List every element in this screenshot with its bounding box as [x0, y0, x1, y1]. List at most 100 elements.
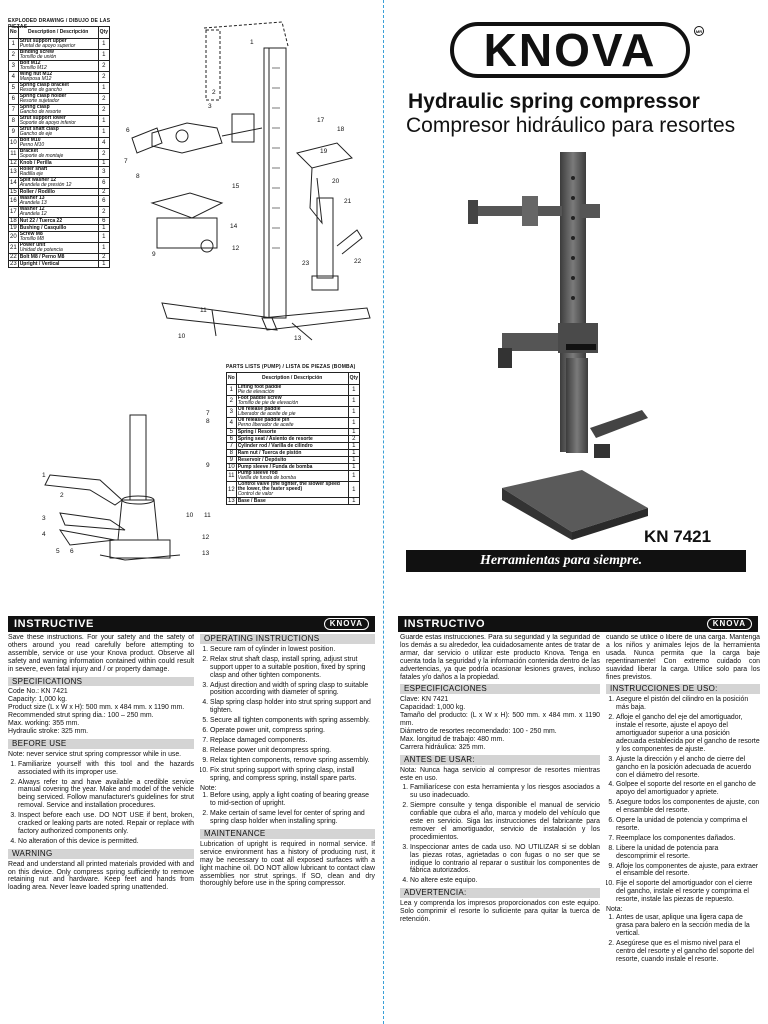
description-en: Screw M8	[19, 231, 43, 237]
maintenance-heading: MAINTENANCE	[200, 829, 375, 839]
spec-line: Capacidad: 1,000 kg.	[400, 704, 466, 712]
row-number: 17	[8, 206, 19, 218]
column-en-2: OPERATING INSTRUCTIONS Secure ram of cyl…	[200, 634, 375, 1024]
description-es: Resorte sujetador	[19, 98, 60, 104]
col-qty: Qty	[97, 26, 111, 39]
row-qty: 1	[347, 417, 361, 429]
row-number: 4	[8, 71, 19, 83]
row-qty: 2	[97, 104, 111, 116]
description-en: Spring clasp	[19, 104, 50, 110]
list-item: Slap spring clasp holder into strut spri…	[210, 699, 375, 715]
instructivo-title: INSTRUCTIVO	[404, 618, 486, 630]
spec-line: Max. working: 355 mm.	[8, 720, 80, 728]
before-use-heading-es: ANTES DE USAR:	[400, 754, 600, 765]
row-number: 16	[8, 195, 19, 207]
list-item: Operate power unit, compress spring.	[210, 727, 375, 735]
list-item: Adjust direction and width of spring cla…	[210, 682, 375, 698]
svg-text:21: 21	[344, 198, 352, 205]
intro-text: Save these instructions. For your safety…	[8, 634, 194, 673]
spec-line: Tamaño del producto: (L x W x H): 500 mm…	[400, 712, 600, 728]
description-es: Control de valor	[237, 491, 273, 497]
description-en: Cylinder rod / Varilla de cilindro	[237, 442, 313, 449]
row-number: 7	[8, 104, 19, 116]
list-item: Ajuste la dirección y el ancho de cierre…	[616, 756, 760, 780]
list-item: Fix strut spring support with spring cla…	[210, 767, 375, 783]
description-en: Washer 13	[19, 195, 45, 201]
logo-text: KNOVA	[483, 24, 657, 76]
description-en: Washer 12	[19, 206, 45, 212]
list-item: Fije el soporte del amortiguador con el …	[616, 880, 760, 904]
list-item: Before using, apply a light coating of b…	[210, 792, 375, 808]
description-es: Tornillo de unión	[19, 54, 57, 60]
svg-text:3: 3	[42, 515, 46, 522]
description-es: Soporte de apoyo inferior	[19, 120, 76, 126]
svg-text:5: 5	[56, 548, 60, 555]
row-qty: 1	[347, 470, 361, 482]
svg-text:23: 23	[302, 260, 310, 267]
list-item: Libere la unidad de potencia para descom…	[616, 845, 760, 861]
description-en: Oil release paddle pin	[237, 417, 290, 423]
svg-text:2: 2	[60, 492, 64, 499]
description-en: Bolt M8 / Perno M8	[19, 253, 65, 260]
svg-text:12: 12	[232, 245, 240, 252]
description-en: Split washer 12	[19, 177, 57, 183]
pump-table-title: PARTS LISTS (PUMP) / LISTA DE PIEZAS (BO…	[226, 364, 356, 370]
model-number: KN 7421	[644, 527, 712, 546]
description-es: Soporte de montaje	[19, 153, 64, 159]
list-item: Familiarícese con esta herramienta y los…	[410, 784, 600, 800]
before-use-note: Note: never service strut spring compres…	[8, 750, 182, 758]
row-qty: 6	[97, 217, 111, 225]
spec-line: Recommended strut spring dia.: 100 – 250…	[8, 712, 154, 720]
list-item: Inspeccionar antes de cada uso. NO UTILI…	[410, 844, 600, 876]
row-number: 6	[226, 435, 237, 443]
row-number: 12	[226, 481, 237, 498]
pump-col-qty: Qty	[347, 372, 361, 385]
row-qty: 1	[347, 395, 361, 407]
svg-text:10: 10	[186, 512, 194, 519]
row-qty: 1	[97, 38, 111, 50]
row-number: 9	[8, 126, 19, 138]
row-qty: 1	[97, 115, 111, 127]
description-en: Base / Base	[237, 497, 266, 504]
svg-text:6: 6	[70, 548, 74, 555]
row-number: 7	[226, 442, 237, 450]
row-qty: 1	[97, 242, 111, 254]
row-number: 10	[226, 463, 237, 471]
description-en: Ram nut / Tuerca de pistón	[237, 449, 302, 456]
description-en: Binding screw	[19, 49, 54, 55]
row-qty: 2	[97, 93, 111, 105]
svg-text:8: 8	[136, 173, 140, 180]
column-es-2: cuando se utilice o libere de una carga.…	[606, 634, 760, 1024]
row-qty: 1	[347, 456, 361, 464]
warning-heading: WARNING	[8, 848, 194, 859]
row-qty: 1	[347, 428, 361, 436]
list-item: Afloje el gancho del eje del amortiguado…	[616, 714, 760, 754]
list-item: Secure all tighten components with sprin…	[210, 717, 375, 725]
description-es: Arandela 13	[19, 200, 47, 206]
list-item: Golpee el soporte del resorte en el ganc…	[616, 781, 760, 797]
knova-logo: KNOVA	[450, 22, 690, 78]
description-en: Foot paddle screw	[237, 395, 282, 401]
description-es: Gancho de resorte	[19, 109, 62, 115]
spec-line: Diámetro de resortes recomendado: 100 - …	[400, 727, 557, 735]
svg-text:22: 22	[354, 258, 362, 265]
row-qty: 1	[97, 49, 111, 61]
svg-text:20: 20	[332, 178, 340, 185]
